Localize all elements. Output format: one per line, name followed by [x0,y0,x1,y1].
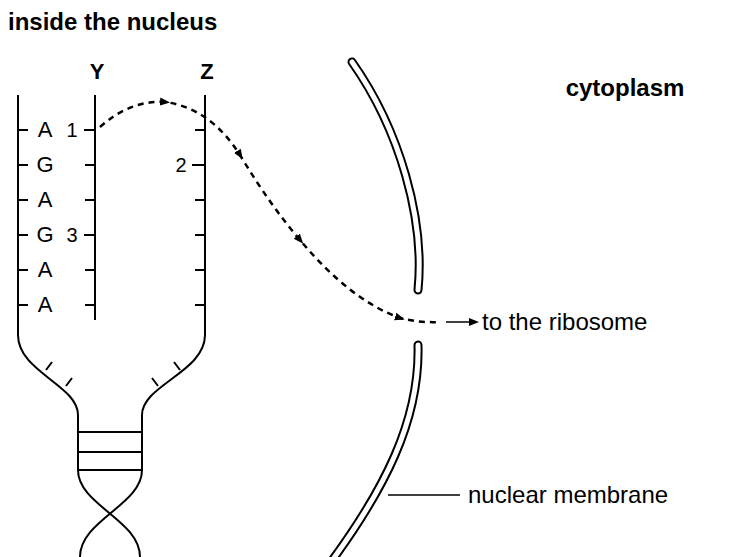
leader-line [388,494,460,496]
base-letter: G [36,222,53,247]
base-letter: A [38,257,53,282]
dna-strand [80,95,205,557]
base-pair-rung [78,432,142,470]
part-label: nuclear membrane [468,481,668,509]
membrane-inner [352,62,419,290]
base-letter: A [38,187,53,212]
membrane-outline [325,345,418,557]
region-label: cytoplasm [566,74,685,102]
strand-label: Z [200,59,213,84]
membrane-inner [325,345,418,557]
destination-label: to the ribosome [482,308,647,336]
dna-strands [18,95,205,557]
base-tick [192,130,205,305]
dna-strand [18,95,140,557]
base-tick [46,362,180,386]
mrna-strand [94,95,96,320]
base-letter: A [38,292,53,317]
region-label: inside the nucleus [8,8,217,36]
callout-number: 1 [66,119,77,142]
membrane-outline [352,62,419,290]
base-letter: G [36,152,53,177]
base-tick [84,130,95,305]
base-tick [18,130,28,305]
base-letter: A [38,117,53,142]
arrow [446,321,474,323]
callout-number: 2 [175,154,186,177]
nuclear-membrane [325,62,419,557]
callout-number: 3 [66,224,77,247]
strand-label: Y [90,59,105,84]
